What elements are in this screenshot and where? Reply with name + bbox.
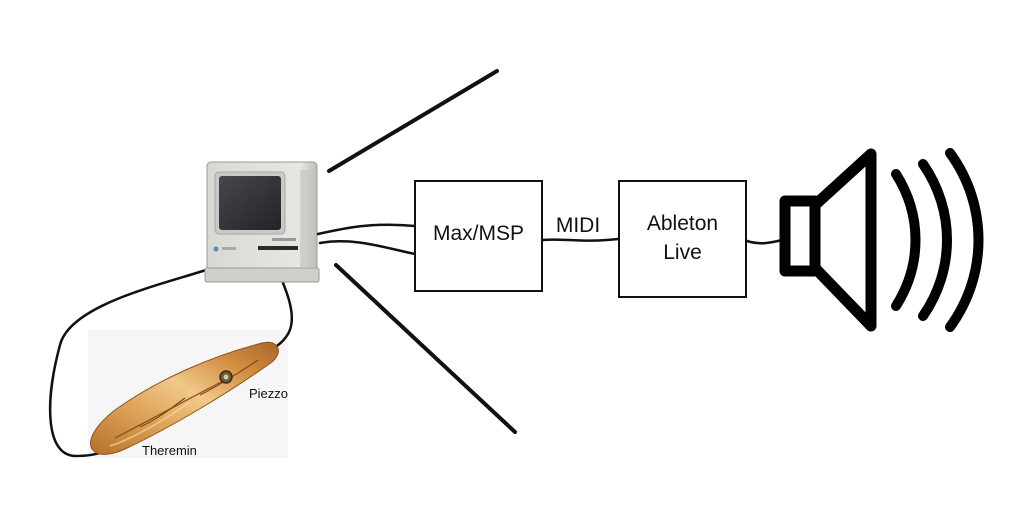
piezzo-label: Piezzo bbox=[249, 386, 288, 401]
ableton-label-line1: Ableton bbox=[647, 212, 718, 235]
computer-to-maxmsp-cable-1 bbox=[316, 223, 417, 236]
ableton-live-box bbox=[618, 180, 747, 298]
speaker-volume-icon bbox=[779, 148, 984, 332]
computer-to-maxmsp-cable-2 bbox=[318, 240, 417, 256]
ableton-to-speaker-cable bbox=[745, 238, 784, 245]
maxmsp-box bbox=[414, 180, 543, 292]
classic-macintosh-computer-icon bbox=[204, 161, 320, 283]
zoom-line-bottom bbox=[334, 263, 517, 434]
maxmsp-label: Max/MSP bbox=[433, 222, 524, 245]
midi-label: MIDI bbox=[556, 214, 600, 237]
ableton-label-line2: Live bbox=[663, 241, 702, 264]
midi-cable bbox=[541, 237, 620, 242]
theremin-loop-cable bbox=[48, 268, 208, 458]
baguette-image bbox=[90, 341, 279, 455]
zoom-line-top bbox=[327, 69, 499, 173]
theremin-label: Theremin bbox=[142, 443, 197, 458]
